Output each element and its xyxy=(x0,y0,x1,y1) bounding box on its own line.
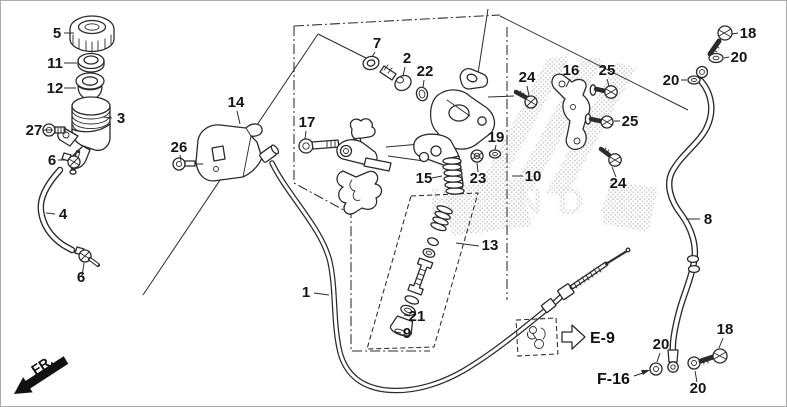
callout-24a: 24 xyxy=(519,69,536,86)
callout-7: 7 xyxy=(373,35,381,52)
part-7-washer xyxy=(362,55,380,71)
callout-14: 14 xyxy=(228,94,245,111)
callout-26: 26 xyxy=(171,139,188,156)
part-2-pivot-bolt xyxy=(379,64,412,92)
part-25-bolt-upper xyxy=(589,84,618,99)
e9-arrow-icon xyxy=(561,324,586,350)
callout-24b: 24 xyxy=(610,175,627,192)
callout-18b: 18 xyxy=(717,321,734,338)
cable-guide-bracket-detail xyxy=(349,179,361,201)
f16-label: F-16 xyxy=(597,371,630,388)
callout-2: 2 xyxy=(403,50,411,67)
callout-9: 9 xyxy=(403,325,411,342)
part-20-washer-bottom-right xyxy=(687,356,701,370)
part-9-boot xyxy=(389,315,414,337)
part-14-bracket-cover xyxy=(195,123,263,182)
callout-20c: 20 xyxy=(653,336,670,353)
callout-15: 15 xyxy=(416,170,433,187)
callout-16: 16 xyxy=(563,62,580,79)
part-20-washer-bottom-left xyxy=(649,362,663,376)
part-19-washer xyxy=(488,149,502,159)
callout-22: 22 xyxy=(417,63,434,80)
part-15-spring xyxy=(442,157,465,195)
callout-10: 10 xyxy=(525,168,542,185)
part-20-washer-top xyxy=(708,52,724,64)
lever-holder-assembly xyxy=(336,118,392,172)
callout-20b: 20 xyxy=(663,72,680,89)
callout-8: 8 xyxy=(704,211,712,228)
callout-27: 27 xyxy=(26,122,43,139)
part-26-bolt xyxy=(172,157,204,171)
part-24-bolt-upper xyxy=(513,89,538,109)
part-13-kit-parts xyxy=(389,205,453,337)
callout-20d: 20 xyxy=(690,380,707,397)
part-3-reservoir xyxy=(57,96,111,175)
callout-13: 13 xyxy=(482,237,499,254)
f16-reference: F-16 xyxy=(597,370,650,388)
callout-19: 19 xyxy=(488,129,505,146)
honda-watermark: HONDA xyxy=(430,56,658,236)
cable-guide-bracket xyxy=(336,170,383,215)
e9-reference: E-9 xyxy=(515,317,615,357)
callout-leaders xyxy=(43,32,739,383)
part-24-bolt-lower xyxy=(598,146,622,167)
callout-5: 5 xyxy=(53,25,61,42)
part-13-kit-box xyxy=(366,192,479,350)
part-6-clamp-upper xyxy=(61,152,81,169)
callout-25b: 25 xyxy=(622,113,639,130)
part-23-nut xyxy=(470,149,484,163)
callout-23: 23 xyxy=(470,170,487,187)
callout-18a: 18 xyxy=(740,25,757,42)
part-22-oring xyxy=(415,86,429,102)
callout-6b: 6 xyxy=(77,269,85,286)
e9-label: E-9 xyxy=(590,330,615,347)
callout-4: 4 xyxy=(59,206,68,223)
callout-1: 1 xyxy=(302,284,310,301)
callout-6a: 6 xyxy=(48,152,56,169)
callout-numbers: 5 11 12 3 27 6 4 6 14 26 17 7 2 22 24 16… xyxy=(26,25,757,397)
part-6-clamp-lower xyxy=(74,246,100,267)
callout-25a: 25 xyxy=(599,62,616,79)
callout-3: 3 xyxy=(117,110,125,127)
callout-11: 11 xyxy=(47,55,63,72)
part-1-cable xyxy=(259,144,631,394)
part-16-bracket xyxy=(551,73,591,150)
part-25-bolt-lower xyxy=(584,113,614,129)
fr-arrow-icon xyxy=(14,356,69,394)
part-18-bolt-lower xyxy=(698,348,728,365)
f16-arrow-icon xyxy=(641,370,650,375)
callout-17: 17 xyxy=(299,114,316,131)
part-8-hose xyxy=(666,65,715,373)
callout-12: 12 xyxy=(47,80,64,97)
part-18-bolt-upper xyxy=(707,25,733,57)
callout-21: 21 xyxy=(409,308,426,325)
part-4-hose xyxy=(37,166,76,254)
part-5-cap xyxy=(69,15,115,53)
part-20-washer-upper-left xyxy=(687,75,701,85)
callout-20a: 20 xyxy=(731,49,748,66)
part-22-oring-inner xyxy=(418,89,426,99)
part-11-plate xyxy=(77,52,105,73)
